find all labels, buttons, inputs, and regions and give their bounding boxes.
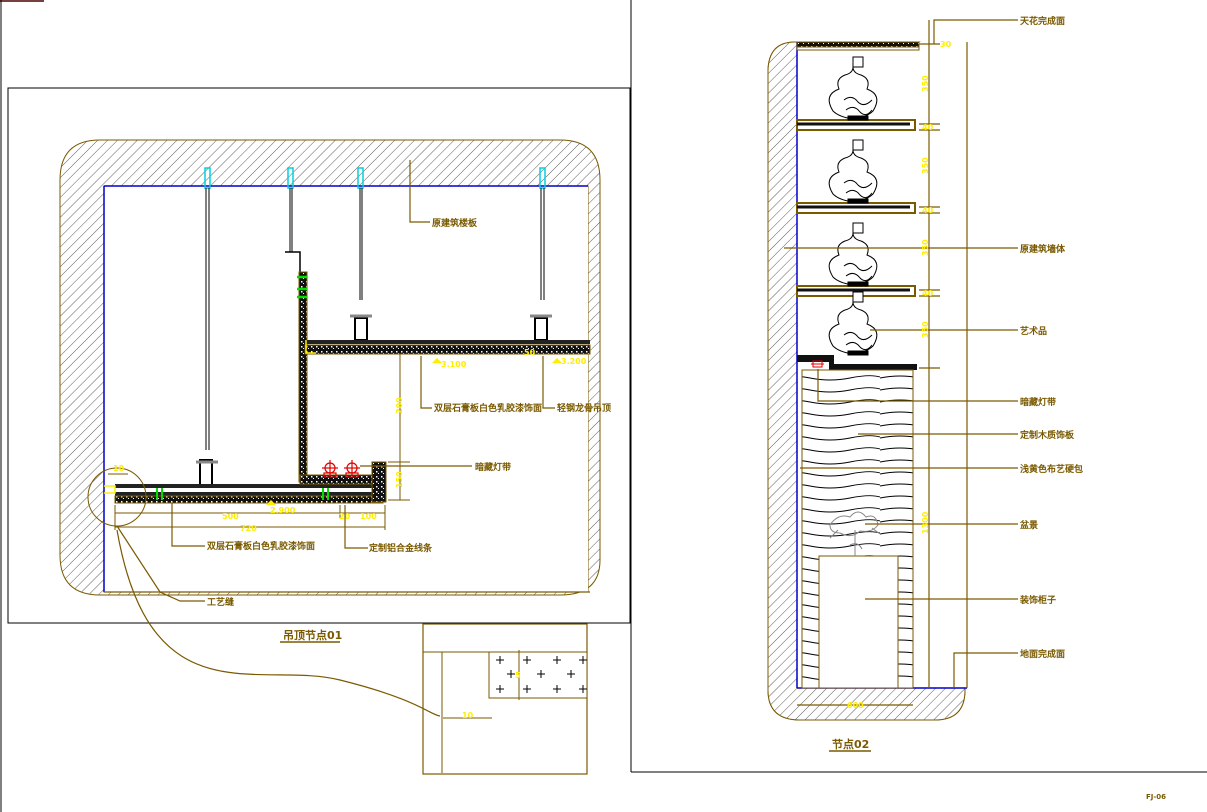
label-ceiling-finish: 天花完成面: [1020, 15, 1065, 27]
art-vase-icon: [828, 291, 878, 356]
detail-01: 10 500 720 20 100 200 150 50 2.900 3.100…: [59, 139, 611, 717]
art-vase-icon: [828, 222, 878, 287]
art-vase-icon: [828, 139, 878, 204]
elevation-left: 2.900: [270, 506, 296, 515]
craft-seam-inset: 5 10: [423, 650, 588, 773]
keel-brackets: [196, 251, 552, 486]
label-fabric-panel: 浅黄色布艺硬包: [1020, 463, 1083, 475]
elevation-mid: 3.100: [441, 360, 467, 369]
inset-dim-10: 10: [462, 711, 474, 720]
light-strip-icon: [811, 360, 824, 368]
inset-frame: [422, 623, 588, 775]
label-gypsum-finish-upper: 双层石膏板白色乳胶漆饰面: [434, 402, 542, 414]
detail-02: 30 350 40 350 40 350 40 350 1300 600 天花完…: [767, 15, 1083, 752]
bonsai-icon: [829, 511, 881, 556]
dim-lower: 1300: [921, 511, 930, 534]
dim-gap-2: 350: [921, 157, 930, 174]
label-bonsai: 盆景: [1019, 519, 1038, 531]
label-light-steel-keel: 轻钢龙骨吊顶: [557, 402, 611, 414]
dim-150: 150: [395, 471, 404, 488]
detail-02-title: 节点02: [832, 737, 869, 751]
label-hidden-light-strip-02: 暗藏灯带: [1020, 396, 1056, 408]
dim-200: 200: [395, 397, 404, 414]
dim-top: 30: [940, 40, 952, 49]
light-fixture-icons: [322, 460, 360, 478]
dim-width: 600: [847, 701, 864, 710]
label-gypsum-finish-lower: 双层石膏板白色乳胶漆饰面: [207, 540, 315, 552]
label-hidden-light-strip: 暗藏灯带: [475, 461, 511, 473]
dim-shelf-1: 40: [922, 123, 934, 132]
label-craft-seam: 工艺缝: [207, 596, 234, 608]
dim-gap-1: 350: [921, 75, 930, 92]
hanger-rods: [204, 167, 546, 450]
dim-shelf-2: 40: [922, 206, 934, 215]
dim-shelf-3: 40: [922, 289, 934, 298]
label-art-vase: 艺术品: [1020, 325, 1047, 337]
dim-gap-3: 350: [921, 239, 930, 256]
art-vase-icons: [828, 56, 878, 356]
dim-100: 100: [360, 512, 377, 521]
label-floor-finish: 地面完成面: [1020, 648, 1065, 660]
insulation-pattern: [496, 656, 587, 693]
elevation-right: 3.200: [561, 357, 587, 366]
dim-gap-4: 350: [921, 321, 930, 338]
label-decor-cabinet: 装饰柜子: [1019, 594, 1056, 606]
dim-720: 720: [240, 524, 257, 533]
label-structure-slab: 原建筑楼板: [432, 217, 478, 229]
decor-cabinet: [818, 555, 899, 689]
sheet-code: FJ-06: [1146, 793, 1166, 801]
detail-01-frame: [7, 87, 631, 624]
label-metal-edge: 定制铝合金线条: [368, 542, 433, 554]
label-wood-veneer: 定制木质饰板: [1019, 429, 1075, 441]
dim-500: 500: [222, 512, 239, 521]
detail-01-title: 吊顶节点01: [283, 628, 342, 642]
inset-dim-5: 5: [515, 671, 521, 680]
label-structure-wall: 原建筑墙体: [1020, 243, 1066, 255]
art-vase-icon: [828, 56, 878, 121]
dim-50: 50: [524, 348, 536, 357]
dim-10: 10: [113, 464, 125, 473]
